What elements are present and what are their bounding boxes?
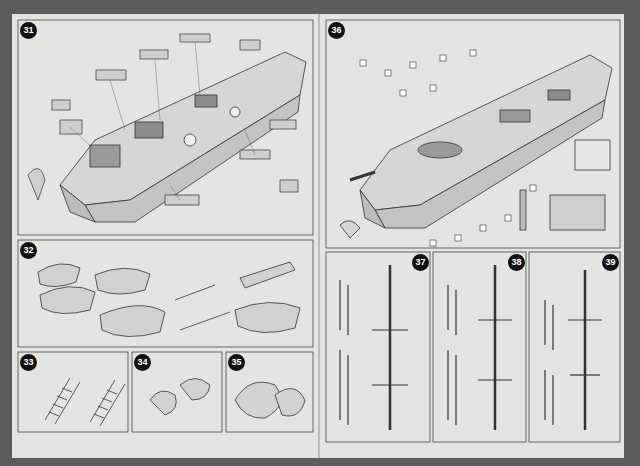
step-number: 33: [20, 354, 37, 371]
step-label: 37: [415, 258, 425, 267]
step-number: 34: [134, 354, 151, 371]
step-number: 36: [328, 22, 345, 39]
step-label: 36: [331, 26, 341, 35]
step-number: 39: [602, 254, 619, 271]
step-number: 31: [20, 22, 37, 39]
step-label: 31: [23, 26, 33, 35]
step-label: 38: [511, 258, 521, 267]
step-number: 35: [228, 354, 245, 371]
step-label: 39: [605, 258, 615, 267]
step-label: 34: [137, 358, 147, 367]
step-number: 37: [412, 254, 429, 271]
step-number: 38: [508, 254, 525, 271]
step-label: 35: [231, 358, 241, 367]
step-label: 32: [23, 246, 33, 255]
step-label: 33: [23, 358, 33, 367]
step-number: 32: [20, 242, 37, 259]
